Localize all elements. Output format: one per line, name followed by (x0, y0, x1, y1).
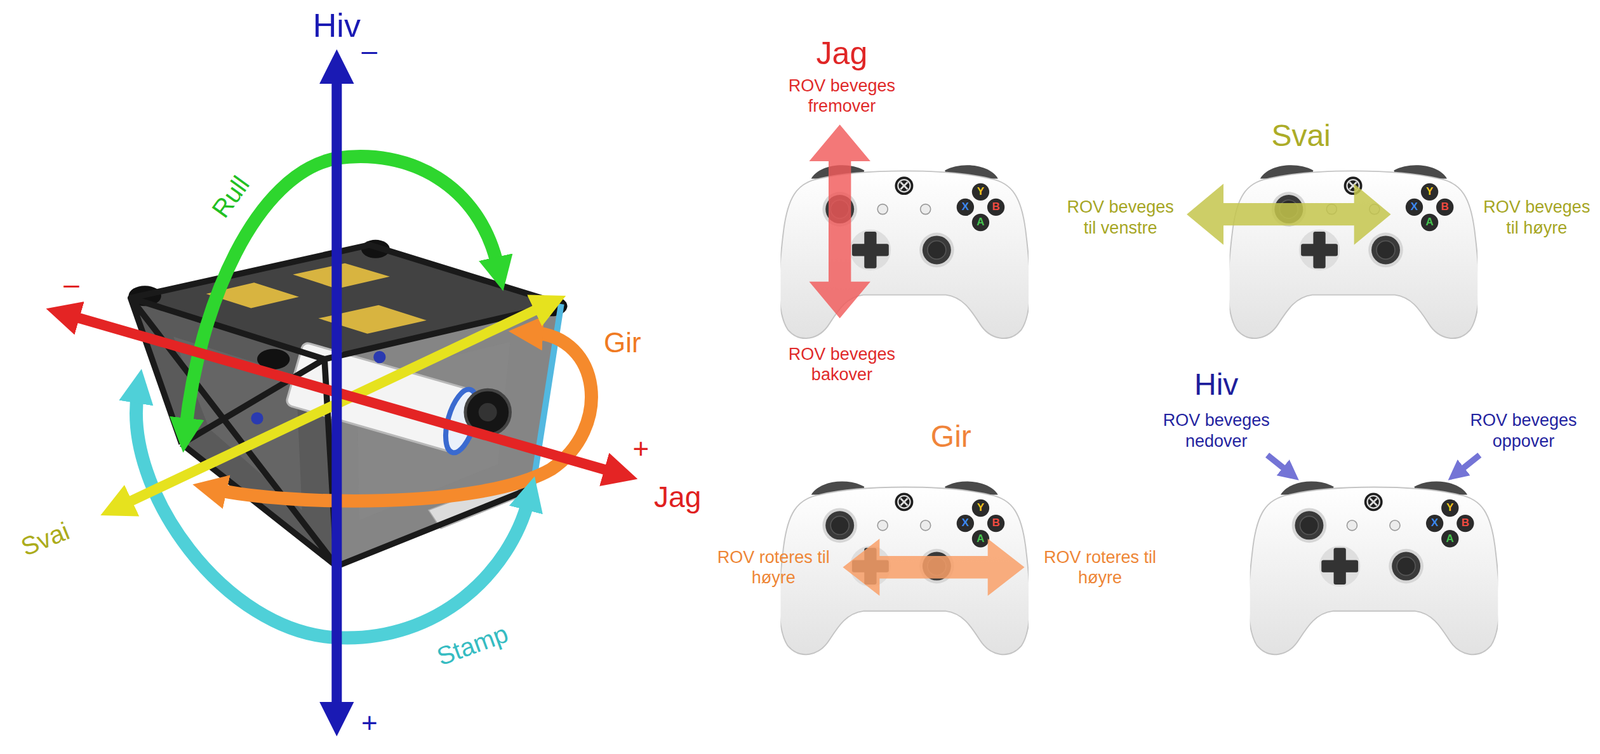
button-letter: A (1425, 216, 1434, 228)
sway-control-arrow (1186, 183, 1391, 245)
button-letter: Y (1446, 502, 1454, 514)
heave-pointer (1459, 455, 1480, 472)
yaw-control-arrow (843, 539, 1025, 597)
motion-label: ROV beveges fremover (784, 75, 900, 117)
panel-heading: Svai (1271, 120, 1331, 152)
button-letter: Y (1426, 186, 1434, 198)
heave-axis (331, 73, 342, 713)
axis-label: Jag (653, 481, 701, 513)
axis-label: Hiv (313, 8, 361, 44)
motion-label: ROV beveges nedover (1158, 410, 1275, 452)
gamepad (1227, 165, 1479, 339)
motion-label: ROV roteres til høyre (1042, 546, 1159, 588)
fitting (373, 351, 386, 364)
button-letter: A (976, 216, 985, 228)
motion-label: ROV roteres til høyre (715, 546, 832, 588)
axis-label: Stamp (433, 619, 512, 670)
fitting (250, 412, 263, 425)
button-letter: X (1431, 518, 1439, 530)
surge-axis (69, 315, 614, 474)
sign-label: – (63, 269, 79, 300)
button-letter: Y (977, 502, 985, 514)
sign-label: – (361, 36, 378, 66)
surge-control-arrow (808, 124, 870, 319)
button-letter: B (991, 201, 1000, 213)
button-letter: B (1441, 201, 1449, 213)
button-letter: X (961, 518, 969, 530)
button-letter: X (1410, 201, 1418, 213)
motion-label: ROV beveges til venstre (1062, 196, 1179, 239)
panel-heading: Jag (816, 36, 868, 70)
panel-heading: Hiv (1194, 368, 1239, 401)
button-letter: A (1446, 533, 1454, 545)
gamepad (779, 165, 1030, 339)
button-letter: X (961, 201, 969, 213)
axis-label: Svai (17, 517, 74, 561)
button-letter: A (976, 533, 985, 545)
panel-heading: Gir (930, 420, 972, 453)
gamepad (779, 481, 1030, 656)
axis-label: Gir (603, 328, 642, 358)
axis-label: Rull (206, 171, 254, 223)
gamepad (1248, 481, 1500, 656)
sign-label: + (632, 434, 649, 464)
sign-label: + (361, 708, 378, 738)
button-letter: B (1461, 518, 1470, 530)
motion-label: ROV beveges oppover (1465, 410, 1581, 452)
motion-label: ROV beveges bakover (784, 343, 900, 385)
button-letter: Y (977, 186, 985, 198)
thruster-hub (478, 403, 498, 422)
button-letter: B (991, 518, 1000, 530)
heave-pointer (1267, 455, 1288, 472)
motion-label: ROV beveges til høyre (1478, 196, 1595, 239)
